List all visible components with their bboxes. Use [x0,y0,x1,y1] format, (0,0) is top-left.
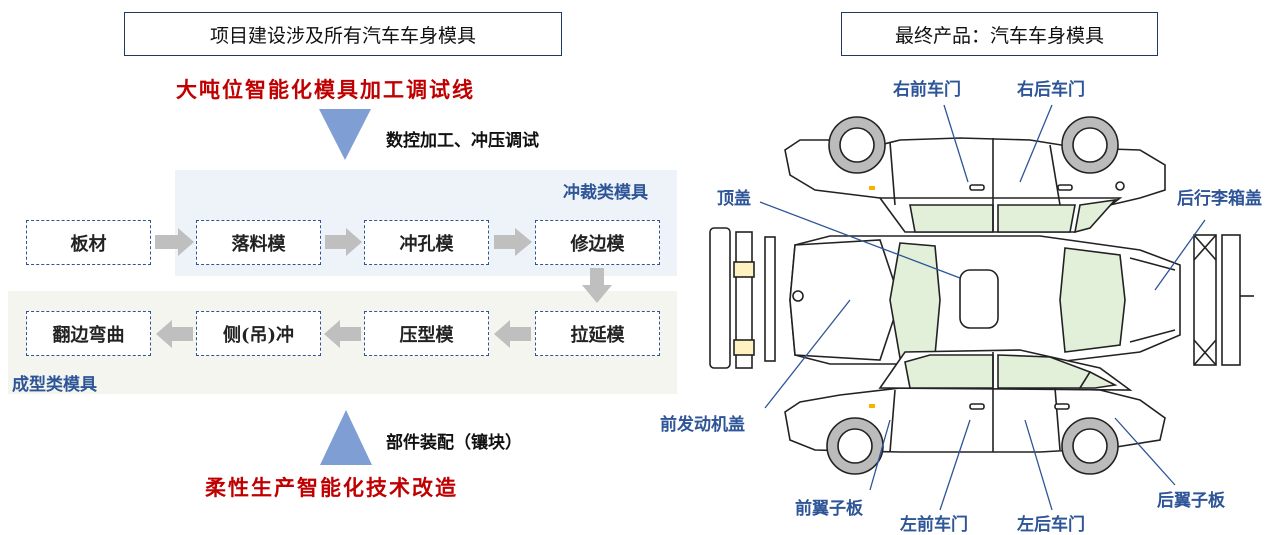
arrow-right-icon [155,228,194,256]
right-window-front [909,204,994,233]
label-left-front-door: 左前车门 [900,515,968,535]
bottom-note: 部件装配（镶块） [386,433,522,453]
leader-roof [759,201,961,279]
arrow-left-icon [156,320,193,348]
label-right-front-door: 右前车门 [893,80,961,100]
trimming-die-box: 修边模 [535,220,660,265]
arrow-down-icon [582,268,612,303]
arrow-left-icon [494,320,531,348]
leader-front-fender [869,419,891,491]
label-front-fender: 前翼子板 [795,499,863,519]
leader-hood [764,299,851,409]
bottom-red-title: 柔性生产智能化技术改造 [205,475,458,500]
rear-bumper-strip [1193,234,1217,366]
right-window-quarter [1073,198,1118,234]
top-view-hood [789,239,901,361]
flanging-bending-box: 翻边弯曲 [26,311,151,356]
leader-right-front-door [943,104,969,183]
label-hood: 前发动机盖 [660,415,745,435]
arrow-right-icon [494,228,532,256]
leader-right-rear-door [1019,104,1053,183]
arrow-right-icon [325,228,362,256]
label-right-rear-door: 右后车门 [1017,80,1085,100]
punching-die-box: 冲孔模 [364,220,489,265]
left-window-quarter [1078,370,1118,389]
top-view-rear-window [1059,247,1126,353]
down-triangle-icon [319,109,371,160]
up-triangle-icon [320,410,372,465]
label-left-rear-door: 左后车门 [1017,515,1085,535]
side-cam-punch-box: 侧(吊)冲 [196,311,321,356]
sheet-material-box: 板材 [26,220,151,265]
label-trunk-lid: 后行李箱盖 [1177,189,1262,209]
blanking-die-box: 落料模 [196,220,321,265]
right-window-rear [997,204,1076,233]
leader-left-rear-door [1024,419,1053,511]
drawing-die-box: 拉延模 [535,311,660,356]
leader-left-front-door [939,419,971,511]
top-note: 数控加工、冲压调试 [386,131,539,151]
forming-die-box: 压型模 [364,311,489,356]
front-bumper-strip [709,227,731,369]
label-roof: 顶盖 [717,189,751,209]
arrow-left-icon [324,320,361,348]
punch-group-label: 冲裁类模具 [563,183,648,203]
left-header: 项目建设涉及所有汽车车身模具 [124,12,562,56]
right-header: 最终产品：汽车车身模具 [841,12,1158,56]
sunroof [959,269,999,329]
leader-trunk [1154,219,1206,291]
left-window-front [904,354,994,389]
top-red-title: 大吨位智能化模具加工调试线 [176,77,475,102]
label-rear-fender: 后翼子板 [1157,491,1225,511]
leader-rear-fender [1114,417,1176,486]
form-group-label: 成型类模具 [12,375,97,395]
